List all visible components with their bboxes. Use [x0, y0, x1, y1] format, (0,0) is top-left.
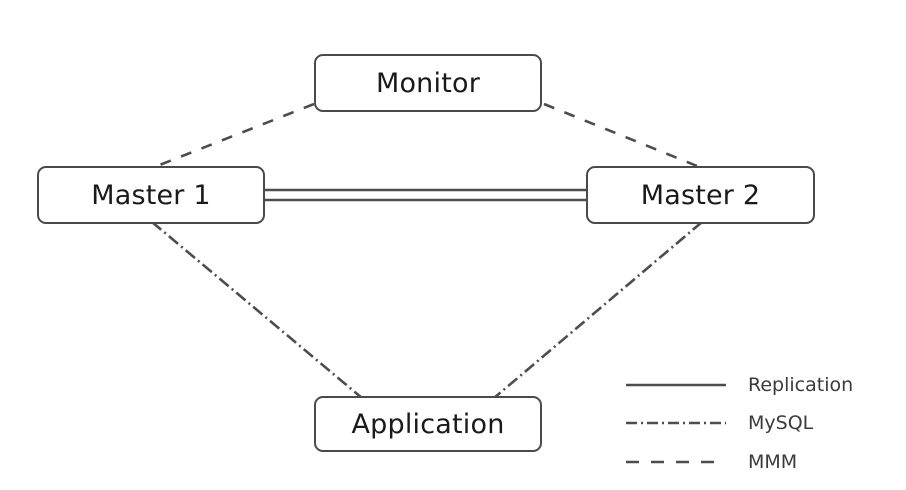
legend-item-mysql: MySQL: [626, 408, 896, 438]
node-monitor-label: Monitor: [375, 67, 481, 99]
legend-item-mmm: MMM: [626, 447, 896, 477]
legend: Replication MySQL MMM: [626, 370, 896, 482]
node-monitor[interactable]: Monitor: [314, 54, 542, 112]
connection-master2-application: [493, 221, 703, 399]
node-master2-label: Master 2: [640, 179, 761, 211]
node-master1[interactable]: Master 1: [37, 166, 265, 224]
legend-swatch-solid-icon: [626, 378, 726, 392]
node-application[interactable]: Application: [314, 396, 542, 452]
legend-label-mysql: MySQL: [748, 411, 814, 434]
legend-swatch-dash-dot-icon: [626, 416, 726, 430]
node-application-label: Application: [351, 408, 505, 440]
legend-swatch-dashed-icon: [626, 455, 726, 469]
legend-label-replication: Replication: [748, 373, 854, 396]
node-master1-label: Master 1: [91, 179, 211, 211]
connection-monitor-master2: [543, 102, 703, 170]
connection-master1-application: [151, 221, 363, 399]
connection-monitor-master1: [151, 102, 315, 170]
node-master2[interactable]: Master 2: [586, 166, 815, 224]
legend-item-replication: Replication: [626, 370, 896, 400]
legend-label-mmm: MMM: [748, 450, 798, 473]
